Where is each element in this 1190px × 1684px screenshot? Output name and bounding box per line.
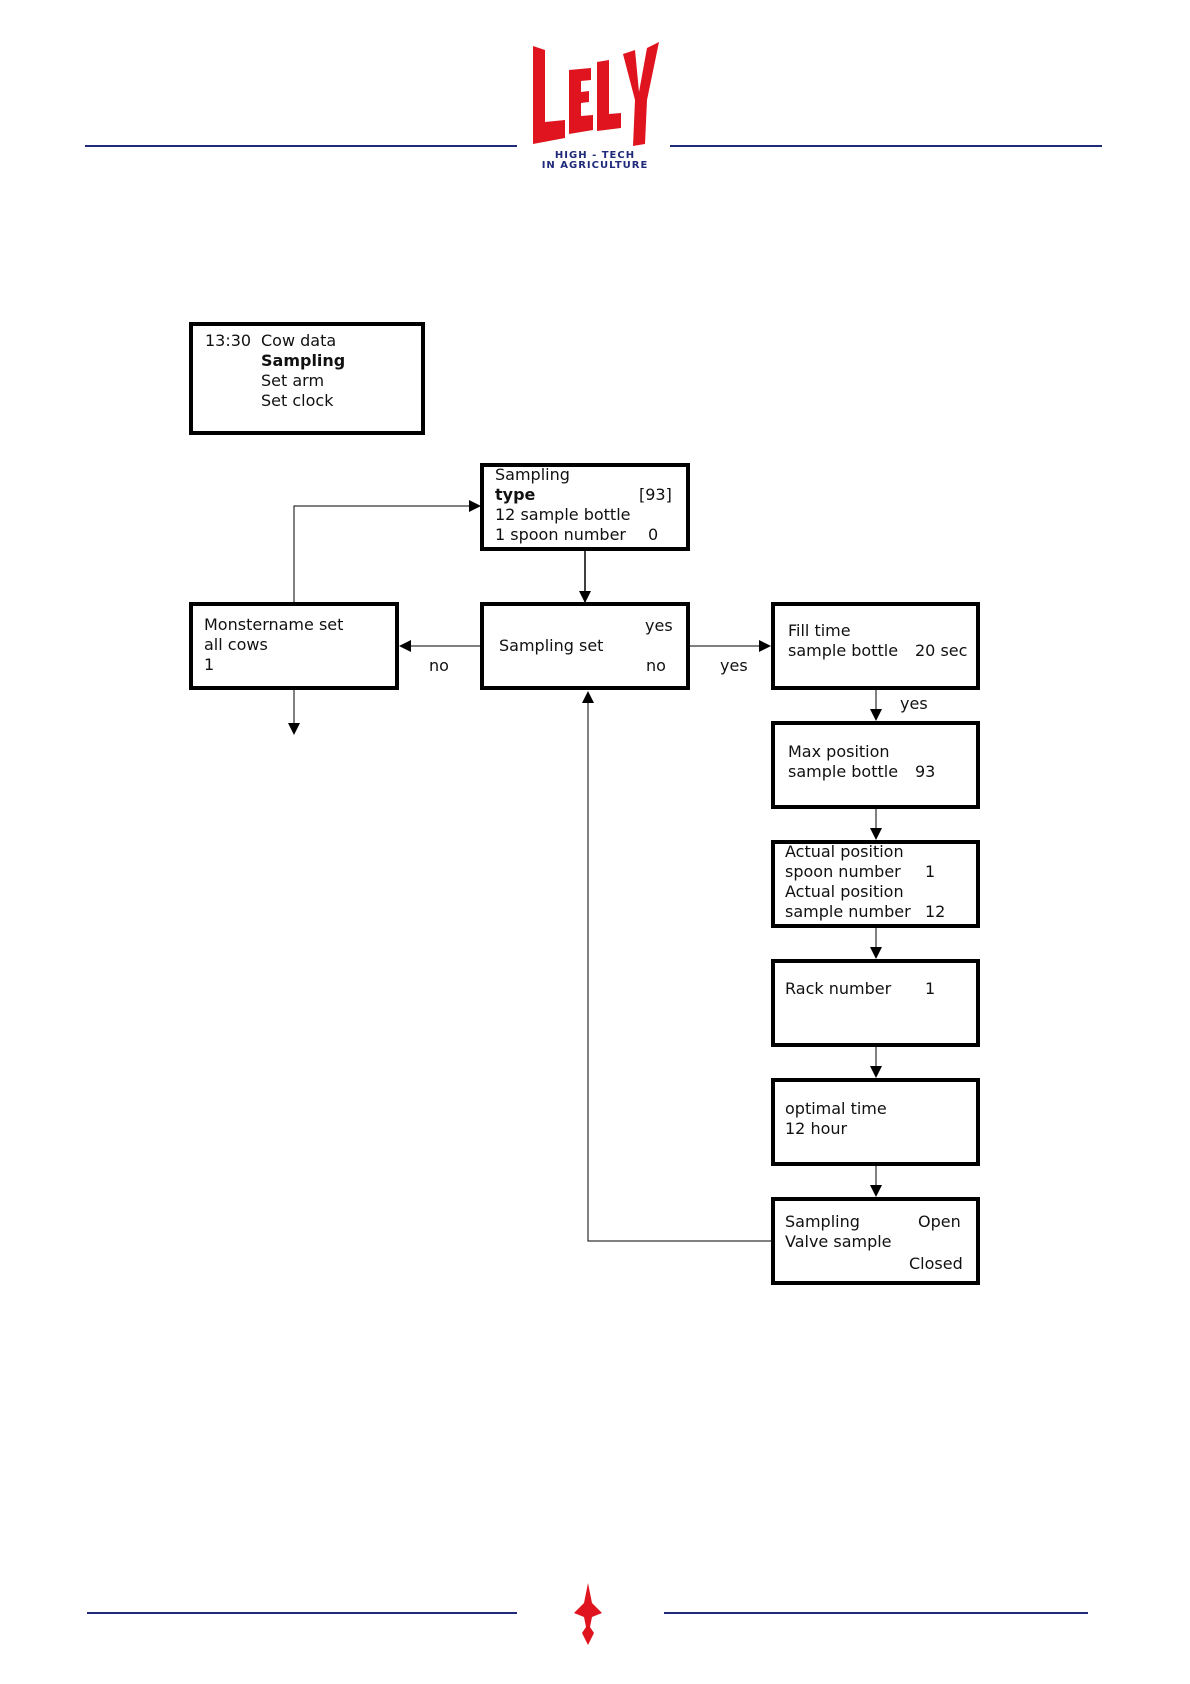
rack-number-label: Rack number — [785, 979, 892, 998]
sampling-type-display — [480, 463, 690, 551]
sampling-type-spoon-label: 1 spoon number — [495, 525, 627, 544]
footer-rule-right — [664, 1612, 1088, 1614]
monstername-value: 1 — [204, 655, 215, 674]
menu-item-set-clock: Set clock — [261, 391, 334, 410]
valve-open: Open — [918, 1212, 961, 1231]
rack-number-display — [771, 959, 980, 1047]
sampling-set-no: no — [646, 656, 666, 675]
sampling-type-label: type — [495, 485, 536, 504]
optimal-time-display — [771, 1078, 980, 1166]
actual-position-title-1: Actual position — [785, 842, 904, 861]
max-position-title: Max position — [788, 742, 890, 761]
monstername-display — [189, 602, 399, 690]
sampling-type-value: [93] — [639, 485, 672, 504]
actual-spoon-label: spoon number — [785, 862, 901, 881]
fill-time-display — [771, 602, 980, 690]
fill-time-title: Fill time — [788, 621, 851, 640]
actual-sample-value: 12 — [925, 902, 946, 921]
connector-label-yes-down: yes — [900, 694, 928, 713]
max-position-display — [771, 721, 980, 809]
menu-item-sampling: Sampling — [261, 351, 346, 370]
sampling-type-title: Sampling — [495, 465, 570, 484]
valve-closed: Closed — [909, 1254, 963, 1273]
actual-position-title-2: Actual position — [785, 882, 904, 901]
actual-spoon-value: 1 — [925, 862, 936, 881]
menu-time: 13:30 — [205, 331, 252, 350]
sampling-type-spoon-value: 0 — [648, 525, 659, 544]
valve-title: Sampling — [785, 1212, 860, 1231]
monstername-scope: all cows — [204, 635, 268, 654]
max-position-value: 93 — [915, 762, 936, 781]
menu-display — [189, 322, 425, 435]
sampling-set-yes: yes — [645, 616, 673, 635]
optimal-time-title: optimal time — [785, 1099, 887, 1118]
logo-tagline-line2: IN AGRICULTURE — [541, 160, 649, 171]
lely-logo-mark — [533, 42, 659, 146]
optimal-time-value: 12 hour — [785, 1119, 848, 1138]
actual-sample-label: sample number — [785, 902, 911, 921]
sampling-type-bottles: 12 sample bottle — [495, 505, 631, 524]
fill-time-label: sample bottle — [788, 641, 899, 660]
header-rule-right — [670, 145, 1102, 147]
footer-rule-left — [87, 1612, 517, 1614]
fill-time-value: 20 sec — [915, 641, 968, 660]
valve-label: Valve sample — [785, 1232, 892, 1251]
logo-tagline-line1: HIGH - TECH — [554, 150, 636, 161]
header-rule-left — [85, 145, 517, 147]
menu-item-cow-data: Cow data — [261, 331, 337, 350]
sampling-set-label: Sampling set — [499, 636, 604, 655]
rack-number-value: 1 — [925, 979, 936, 998]
max-position-label: sample bottle — [788, 762, 899, 781]
lely-emblem-icon — [574, 1583, 602, 1645]
actual-position-display — [771, 840, 980, 928]
monstername-title: Monstername set — [204, 615, 344, 634]
menu-item-set-arm: Set arm — [261, 371, 325, 390]
sampling-set-display — [480, 602, 690, 690]
connector-label-yes-right: yes — [720, 656, 748, 675]
connector-label-no: no — [429, 656, 449, 675]
lely-logo: HIGH - TECH IN AGRICULTURE — [525, 40, 665, 171]
valve-sample-display — [771, 1197, 980, 1285]
